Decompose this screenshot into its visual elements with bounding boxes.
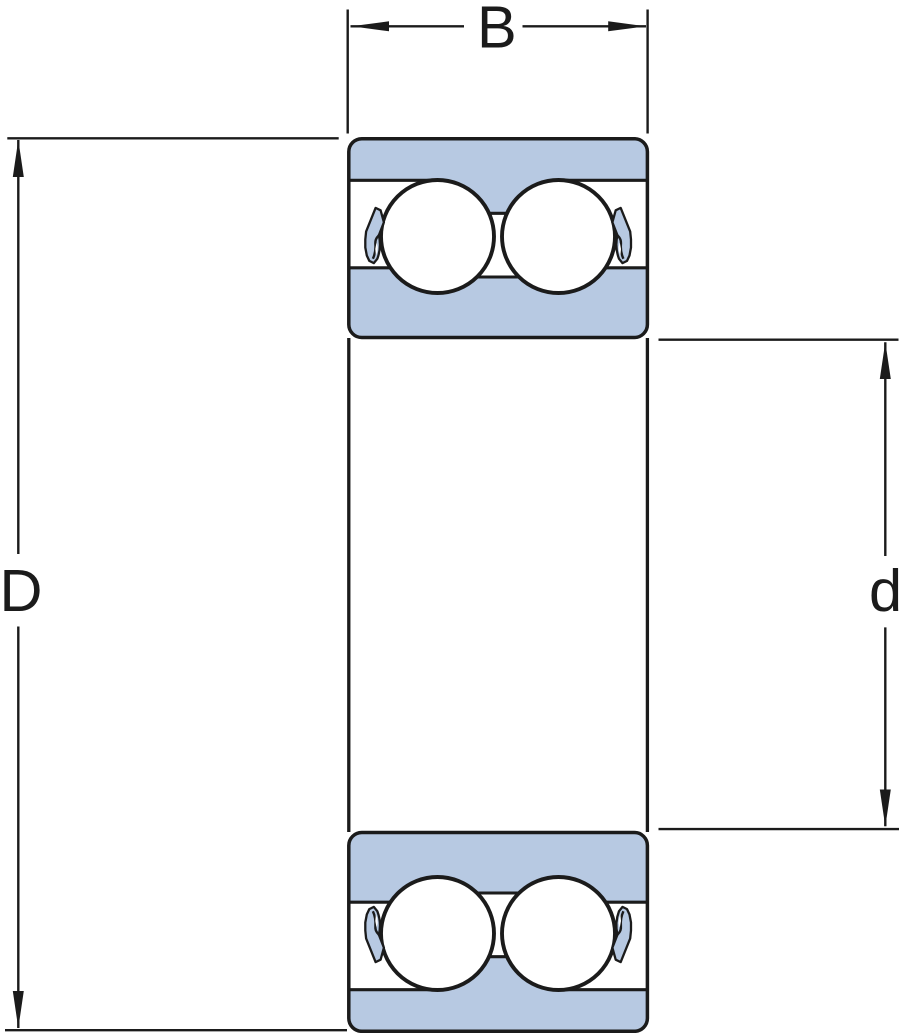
svg-text:D: D	[0, 557, 42, 624]
svg-text:d: d	[869, 557, 900, 624]
svg-text:B: B	[477, 0, 517, 61]
